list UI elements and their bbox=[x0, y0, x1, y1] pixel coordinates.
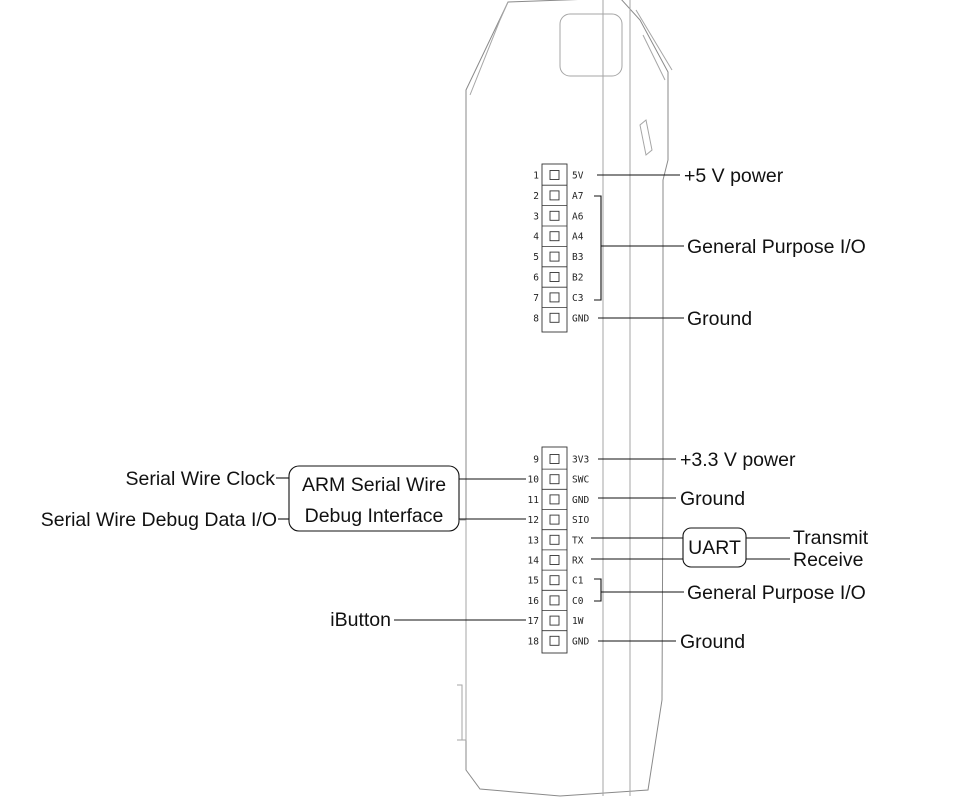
top-header: 1 5V 2 A7 3 A6 4 A4 5 B3 6 B2 7 C3 8 GND bbox=[533, 163, 589, 333]
pin-name: A4 bbox=[572, 232, 584, 243]
pin-row: 14 RX bbox=[528, 549, 584, 567]
pin-number: 8 bbox=[533, 313, 539, 324]
pin-row: 10 SWC bbox=[528, 468, 589, 486]
pin-row: 13 TX bbox=[528, 529, 584, 546]
label-ground-top: Ground bbox=[687, 308, 752, 330]
pin-number: 16 bbox=[528, 596, 540, 607]
pin-name: 3V3 bbox=[572, 455, 589, 466]
pin-number: 15 bbox=[528, 576, 539, 587]
pin-pad bbox=[549, 190, 560, 201]
label-ground-mid: Ground bbox=[680, 488, 745, 510]
arm-swd-label-line2: Debug Interface bbox=[305, 505, 444, 527]
label-swdio: Serial Wire Debug Data I/O bbox=[41, 509, 277, 531]
pin-name: SIO bbox=[572, 515, 589, 526]
pin-pad bbox=[549, 615, 560, 626]
pin-name: TX bbox=[572, 535, 584, 546]
pin-row: 3 A6 bbox=[533, 205, 584, 222]
label-ground-bottom: Ground bbox=[680, 631, 745, 653]
pin-name: C0 bbox=[572, 596, 584, 607]
pin-pad bbox=[549, 514, 560, 525]
pin-pad bbox=[549, 494, 560, 505]
arm-swd-label-line1: ARM Serial Wire bbox=[302, 474, 446, 496]
pin-number: 3 bbox=[533, 211, 539, 222]
top-header-frame bbox=[541, 163, 568, 333]
pin-pad bbox=[549, 595, 560, 606]
pin-number: 13 bbox=[528, 535, 539, 546]
pin-number: 1 bbox=[533, 171, 539, 182]
pin-name: GND bbox=[572, 636, 589, 647]
label-serial-wire-clock: Serial Wire Clock bbox=[125, 468, 275, 490]
pin-name: 5V bbox=[572, 171, 584, 182]
pin-row: 6 B2 bbox=[533, 266, 583, 284]
connector-lines bbox=[276, 174, 790, 642]
pin-pad bbox=[549, 454, 560, 464]
pin-pad bbox=[549, 210, 560, 221]
pin-pad bbox=[549, 474, 560, 485]
pin-pad bbox=[549, 555, 560, 565]
pin-name: 1W bbox=[572, 616, 584, 627]
pin-row: 12 SIO bbox=[528, 509, 589, 526]
pin-name: RX bbox=[572, 556, 584, 567]
pin-pad bbox=[549, 272, 560, 282]
pin-row: 15 C1 bbox=[528, 569, 584, 587]
pin-pad bbox=[549, 312, 560, 323]
pin-name: A7 bbox=[572, 191, 583, 202]
pin-number: 17 bbox=[528, 616, 539, 627]
pin-row: 7 C3 bbox=[533, 286, 583, 304]
label-ibutton: iButton bbox=[330, 609, 391, 631]
pin-row: 16 C0 bbox=[528, 589, 584, 607]
label-5v-power: +5 V power bbox=[684, 165, 784, 187]
pin-pad bbox=[549, 534, 560, 545]
label-gpio-top: General Purpose I/O bbox=[687, 236, 866, 258]
pin-row: 1 5V bbox=[533, 170, 584, 182]
pin-pad bbox=[549, 292, 560, 303]
pin-name: SWC bbox=[572, 475, 589, 486]
pin-name: B3 bbox=[572, 252, 583, 263]
pin-pad bbox=[549, 170, 560, 180]
pin-number: 2 bbox=[533, 191, 539, 202]
pin-pad bbox=[549, 231, 560, 242]
label-transmit: Transmit bbox=[793, 527, 869, 549]
pin-number: 12 bbox=[528, 515, 539, 526]
pin-number: 14 bbox=[528, 556, 540, 567]
pin-name: B2 bbox=[572, 273, 583, 284]
pin-name: GND bbox=[572, 495, 589, 506]
pin-row: 9 3V3 bbox=[533, 454, 589, 466]
arm-swd-box bbox=[288, 465, 460, 532]
pin-pad bbox=[549, 575, 560, 586]
pin-row: 18 GND bbox=[528, 630, 589, 647]
pin-row: 17 1W bbox=[528, 610, 584, 627]
pin-number: 9 bbox=[533, 455, 539, 466]
pin-row: 8 GND bbox=[533, 307, 589, 324]
uart-label: UART bbox=[688, 537, 741, 559]
pin-number: 5 bbox=[533, 252, 539, 263]
device-outline bbox=[457, 0, 673, 797]
pin-name: GND bbox=[572, 313, 589, 324]
pin-name: A6 bbox=[572, 211, 584, 222]
pin-name: C1 bbox=[572, 576, 584, 587]
label-gpio-bottom: General Purpose I/O bbox=[687, 582, 866, 604]
pin-number: 10 bbox=[528, 475, 540, 486]
pin-number: 7 bbox=[533, 293, 539, 304]
pin-name: C3 bbox=[572, 293, 583, 304]
pin-pad bbox=[549, 635, 560, 646]
pin-row: 11 GND bbox=[528, 488, 589, 506]
pin-row: 4 A4 bbox=[533, 225, 584, 243]
pin-row: 2 A7 bbox=[533, 184, 583, 202]
label-receive: Receive bbox=[793, 549, 863, 571]
uart-box bbox=[682, 527, 747, 568]
pin-row: 5 B3 bbox=[533, 245, 583, 263]
pin-number: 6 bbox=[533, 273, 539, 284]
pin-number: 18 bbox=[528, 636, 540, 647]
pin-number: 11 bbox=[528, 495, 540, 506]
label-3v3-power: +3.3 V power bbox=[680, 449, 796, 471]
pin-number: 4 bbox=[533, 232, 539, 243]
pin-pad bbox=[549, 251, 560, 262]
